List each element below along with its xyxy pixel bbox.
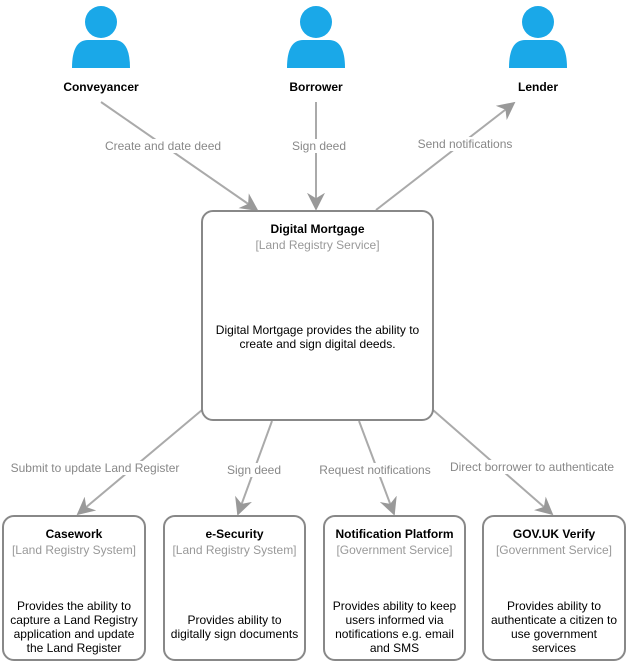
system-description: Provides ability to keep users informed … [332, 599, 457, 655]
system-title: e-Security [205, 527, 264, 541]
system-box-notification-platform[interactable]: Notification Platform [Government Servic… [323, 515, 466, 661]
system-tag: [Land Registry Service] [255, 238, 380, 252]
relation-label-request-notifications: Request notifications [317, 463, 433, 477]
relation-label-authenticate: Direct borrower to authenticate [447, 460, 617, 474]
relation-label-update-land-register: Submit to update Land Register [8, 461, 182, 475]
person-icon-conveyancer [72, 6, 130, 68]
system-title: Notification Platform [335, 527, 454, 541]
relation-arrow-create-date-deed [100, 101, 259, 212]
system-box-gov-uk-verify[interactable]: GOV.UK Verify [Government Service] Provi… [482, 515, 626, 661]
relation-label-create-date-deed: Create and date deed [102, 139, 224, 153]
system-description: Provides the ability to capture a Land R… [10, 599, 138, 655]
system-title: GOV.UK Verify [512, 527, 596, 541]
relation-label-send-notifications: Send notifications [415, 137, 515, 151]
actor-name-conveyancer: Conveyancer [63, 80, 139, 94]
system-title: Casework [45, 527, 103, 541]
relation-arrow-send-notifications [375, 101, 516, 211]
system-tag: [Land Registry System] [11, 543, 137, 557]
actor-name-borrower: Borrower [289, 80, 343, 94]
system-description: Provides ability to authenticate a citiz… [490, 599, 618, 655]
relation-label-borrower-sign-deed: Sign deed [289, 139, 349, 153]
system-title: Digital Mortgage [270, 222, 365, 236]
system-box-esecurity[interactable]: e-Security [Land Registry System] Provid… [163, 515, 306, 661]
system-tag: [Land Registry System] [172, 543, 297, 557]
relation-label-esecurity-sign-deed: Sign deed [224, 463, 284, 477]
actor-name-lender: Lender [517, 80, 558, 94]
system-box-casework[interactable]: Casework [Land Registry System] Provides… [2, 515, 146, 661]
system-description: Digital Mortgage provides the ability to… [215, 323, 420, 351]
system-tag: [Government Service] [336, 543, 453, 557]
system-box-digital-mortgage[interactable]: Digital Mortgage [Land Registry Service]… [201, 210, 434, 421]
system-tag: [Government Service] [495, 543, 613, 557]
system-description: Provides ability to digitally sign docum… [170, 613, 299, 641]
person-icon-borrower [287, 6, 345, 68]
person-icon-lender [509, 6, 567, 68]
